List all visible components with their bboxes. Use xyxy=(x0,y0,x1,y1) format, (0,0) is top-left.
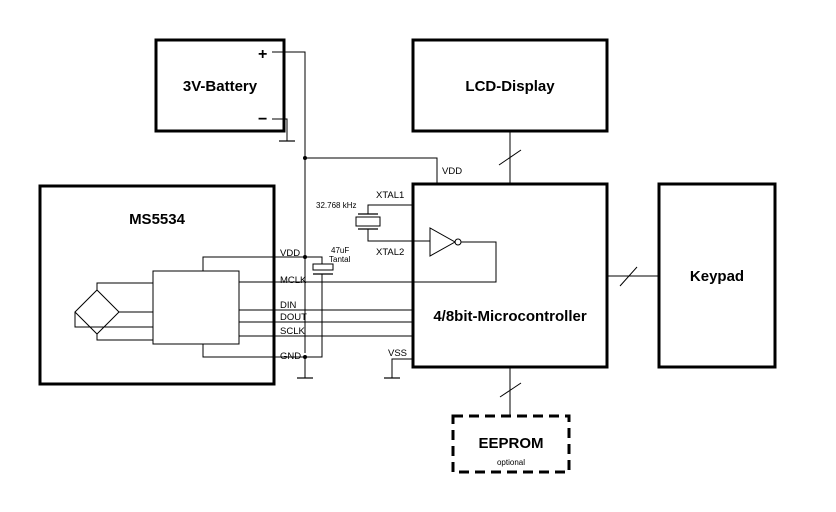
capacitor-type-label: Tantal xyxy=(329,255,351,264)
vdd-rail xyxy=(272,51,306,353)
mclk-wire xyxy=(239,241,497,283)
din-label: DIN xyxy=(280,300,297,311)
gnd-label: GND xyxy=(280,351,301,362)
bus-slash xyxy=(499,382,522,398)
mclk-label: MCLK xyxy=(280,275,307,286)
lcd-label: LCD-Display xyxy=(465,78,555,95)
mcu-vdd-label: VDD xyxy=(442,166,462,177)
cap-wire xyxy=(305,274,323,358)
bus-slash xyxy=(498,149,522,166)
junction-dot xyxy=(303,255,307,259)
sclk-label: SCLK xyxy=(280,326,305,337)
vss-wire xyxy=(391,358,413,378)
sensor-vdd-wire xyxy=(202,256,305,271)
vdd-mcu-wire xyxy=(305,157,438,184)
xtal1-wire xyxy=(367,204,413,214)
sensor-gnd-wire xyxy=(202,344,305,358)
battery-ground-wire xyxy=(272,118,288,141)
battery-minus: − xyxy=(258,111,267,128)
junction-dot xyxy=(303,156,307,160)
xtal2-label: XTAL2 xyxy=(376,247,404,258)
ms5534-block xyxy=(38,184,276,386)
eeprom-label: EEPROM xyxy=(478,435,543,452)
microcontroller-block xyxy=(411,182,609,369)
xtal2-wire xyxy=(367,229,413,242)
eeprom-optional-label: optional xyxy=(497,458,525,467)
capacitor-value-label: 47uF xyxy=(331,246,349,255)
eeprom-block xyxy=(451,414,571,474)
bus-slash xyxy=(619,266,638,287)
battery-block xyxy=(154,38,286,133)
crystal-body xyxy=(355,216,381,227)
battery-plus: + xyxy=(258,46,267,63)
keypad-label: Keypad xyxy=(690,268,744,285)
dout-label: DOUT xyxy=(280,312,307,323)
battery-label: 3V-Battery xyxy=(183,78,258,95)
bridge-wire xyxy=(96,334,153,341)
vss-label: VSS xyxy=(388,348,407,359)
cap-plate xyxy=(312,263,334,271)
inverter-icon xyxy=(429,227,457,257)
bridge-wire xyxy=(74,312,153,328)
bridge-wire xyxy=(96,282,153,290)
sensor-chip xyxy=(152,270,240,345)
sensor-vdd-label: VDD xyxy=(280,248,300,259)
cap-wire xyxy=(305,256,323,264)
microcontroller-label: 4/8bit-Microcontroller xyxy=(433,308,587,325)
xtal1-label: XTAL1 xyxy=(376,190,404,201)
crystal-frequency-label: 32.768 kHz xyxy=(316,201,356,210)
ms5534-label: MS5534 xyxy=(129,211,186,228)
